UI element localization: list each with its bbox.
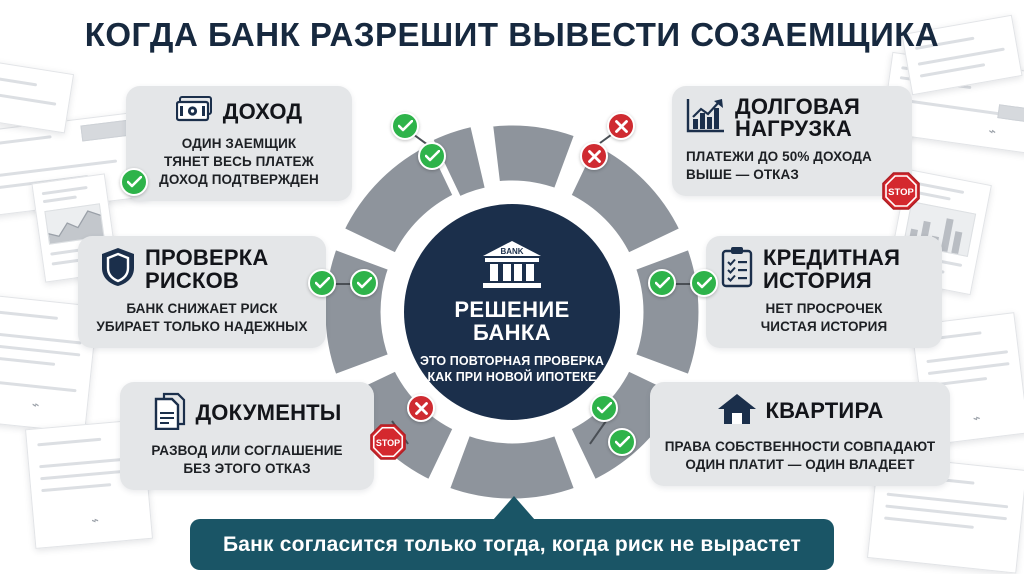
decorative-document [0, 58, 75, 134]
stop-sign-icon: STOP [882, 172, 920, 215]
check-icon [308, 269, 336, 297]
center-heading-line1: РЕШЕНИЕ [454, 296, 570, 322]
check-icon [350, 269, 378, 297]
check-icon [418, 142, 446, 170]
card-risk-check-body: БАНК СНИЖАЕТ РИСК УБИРАЕТ ТОЛЬКО НАДЕЖНЫ… [96, 301, 308, 335]
footer-pointer [493, 496, 535, 520]
card-debt-load-body: ПЛАТЕЖИ ДО 50% ДОХОДА ВЫШЕ — ОТКАЗ [686, 148, 872, 182]
bank-icon: BANK [481, 239, 543, 294]
cross-icon [407, 394, 435, 422]
card-risk-check[interactable]: ПРОВЕРКА РИСКОВ БАНК СНИЖАЕТ РИСК УБИРАЕ… [78, 236, 326, 349]
bank-icon-label: BANK [500, 247, 523, 256]
footer-text: Банк согласится только тогда, когда риск… [222, 532, 802, 556]
footer-banner: Банк согласится только тогда, когда риск… [190, 519, 834, 570]
card-apartment-body: ПРАВА СОБСТВЕННОСТИ СОВПАДАЮТ ОДИН ПЛАТИ… [664, 439, 936, 473]
center-decision-circle: BANK РЕШЕНИЕ БАНКА ЭТО ПОВТОРНАЯ ПРОВЕРК… [404, 204, 620, 420]
check-icon [120, 168, 148, 196]
center-heading-line2: БАНКА [472, 320, 552, 345]
shield-icon [100, 246, 136, 293]
stop-sign-icon: STOP [370, 424, 406, 465]
card-debt-load-title: ДОЛГОВАЯ НАГРУЗКА [735, 94, 861, 142]
house-icon [717, 392, 757, 431]
card-apartment[interactable]: КВАРТИРА ПРАВА СОБСТВЕННОСТИ СОВПАДАЮТ О… [650, 382, 950, 487]
money-icon [175, 96, 214, 128]
card-apartment-title: КВАРТИРА [765, 398, 884, 424]
card-income-title: ДОХОД [222, 98, 303, 124]
center-sub-line1: ЭТО ПОВТОРНАЯ ПРОВЕРКА [419, 354, 604, 369]
card-credit-history[interactable]: КРЕДИТНАЯ ИСТОРИЯ НЕТ ПРОСРОЧЕК ЧИСТАЯ И… [706, 236, 942, 349]
check-icon [690, 269, 718, 297]
card-debt-load[interactable]: ДОЛГОВАЯ НАГРУЗКА ПЛАТЕЖИ ДО 50% ДОХОДА … [672, 86, 912, 197]
card-income-body: ОДИН ЗАЕМЩИК ТЯНЕТ ВЕСЬ ПЛАТЕЖ ДОХОД ПОД… [159, 136, 319, 188]
card-documents-title: ДОКУМЕНТЫ [195, 400, 342, 426]
card-credit-history-title: КРЕДИТНАЯ ИСТОРИЯ [763, 245, 901, 293]
check-icon [590, 394, 618, 422]
stop-sign-label: STOP [376, 438, 400, 448]
documents-icon [152, 392, 186, 435]
stop-sign-label: STOP [888, 187, 914, 198]
check-icon [391, 112, 419, 140]
cross-icon [607, 112, 635, 140]
card-income[interactable]: ДОХОД ОДИН ЗАЕМЩИК ТЯНЕТ ВЕСЬ ПЛАТЕЖ ДОХ… [126, 86, 352, 202]
page-title: КОГДА БАНК РАЗРЕШИТ ВЫВЕСТИ СОЗАЕМЩИКА [84, 16, 940, 53]
card-documents[interactable]: ДОКУМЕНТЫ РАЗВОД ИЛИ СОГЛАШЕНИЕ БЕЗ ЭТОГ… [120, 382, 374, 491]
check-icon [648, 269, 676, 297]
card-documents-body: РАЗВОД ИЛИ СОГЛАШЕНИЕ БЕЗ ЭТОГО ОТКАЗ [151, 443, 343, 477]
card-credit-history-body: НЕТ ПРОСРОЧЕК ЧИСТАЯ ИСТОРИЯ [760, 301, 888, 335]
center-sub-line2: КАК ПРИ НОВОЙ ИПОТЕКЕ [427, 370, 597, 385]
cross-icon [580, 142, 608, 170]
bar-chart-up-icon [686, 97, 726, 140]
connector-line [332, 283, 356, 285]
clipboard-checklist-icon [720, 246, 754, 293]
check-icon [608, 428, 636, 456]
card-risk-check-title: ПРОВЕРКА РИСКОВ [145, 245, 269, 293]
connector-line [672, 283, 696, 285]
